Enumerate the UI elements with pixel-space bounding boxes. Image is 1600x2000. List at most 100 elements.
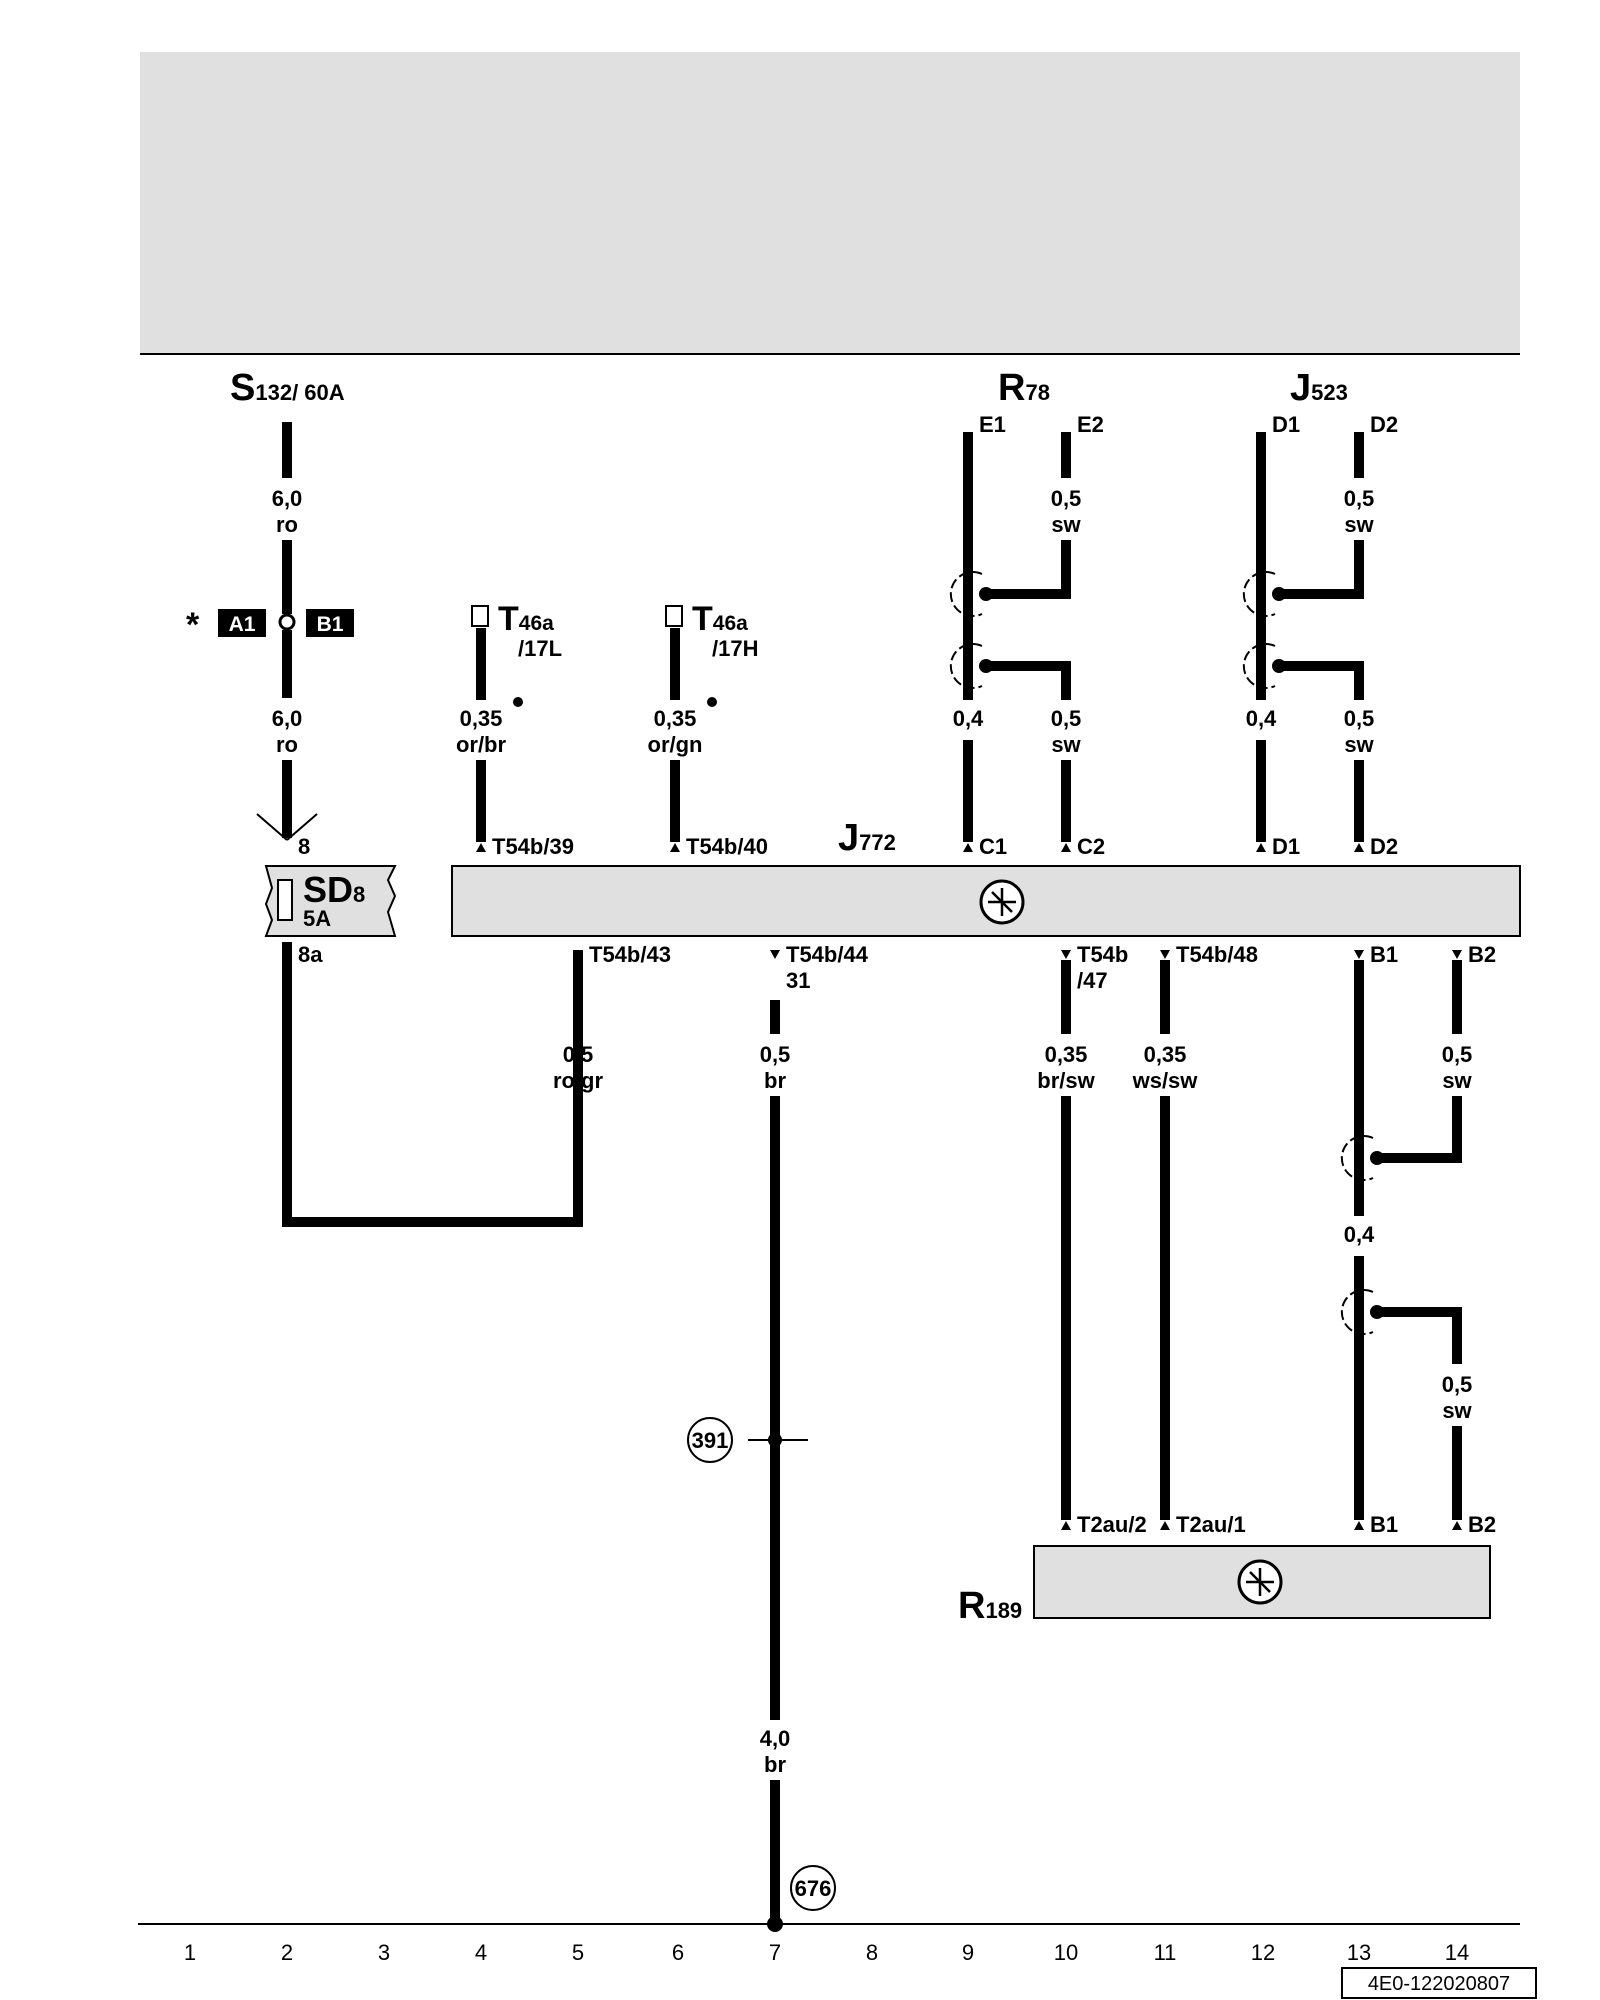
column-number: 9 <box>962 1940 974 1965</box>
label-R78: R78 <box>998 367 1050 409</box>
wire-label-size: 0,5 <box>563 1042 594 1067</box>
wire-label-color: ro <box>276 512 298 537</box>
header-area <box>140 52 1520 354</box>
wire-label-size: 0,35 <box>654 706 697 731</box>
pin-label: T2au/2 <box>1077 1512 1147 1537</box>
diagram-code: 4E0-122020807 <box>1368 1973 1510 1995</box>
wire-e2-shield <box>986 540 1071 599</box>
wire-label-color: or/br <box>456 732 507 757</box>
label-R189: R189 <box>958 1585 1022 1627</box>
pin-arrows-bottom <box>573 950 1462 959</box>
wire-label-size: 6,0 <box>272 706 303 731</box>
pin-label: 8 <box>298 834 310 859</box>
pin-label: T2au/1 <box>1176 1512 1246 1537</box>
fuse-rating: 5A <box>303 906 331 931</box>
wire-label-size: 0,35 <box>460 706 503 731</box>
pin-label: T54b/44 <box>786 942 869 967</box>
wire-label-size: 0,35 <box>1045 1042 1088 1067</box>
fuse-icon <box>277 879 293 921</box>
wire-label-size: 0,5 <box>1051 486 1082 511</box>
pin-label: E2 <box>1077 412 1104 437</box>
column-number: 12 <box>1251 1940 1275 1965</box>
column-number: 8 <box>866 1940 878 1965</box>
option-b1-label: B1 <box>317 613 344 636</box>
column-number: 14 <box>1445 1940 1469 1965</box>
label-T46a-H: T46a <box>692 600 748 638</box>
column-number: 7 <box>769 1940 781 1965</box>
pin-arrows <box>476 843 1364 852</box>
fuse-holder-sd <box>264 865 397 937</box>
column-number: 1 <box>184 1940 196 1965</box>
pin-label: 31 <box>786 968 810 993</box>
ref-label: 676 <box>795 1876 832 1901</box>
column-numbers: 1 2 3 4 5 6 7 8 9 10 11 12 13 14 <box>184 1940 1469 1965</box>
wire-label-color: br <box>764 1752 786 1777</box>
connector-icon <box>471 605 489 627</box>
connector-icon <box>665 605 683 627</box>
dot <box>513 697 523 707</box>
ref-circle <box>790 1865 836 1911</box>
ground-splice <box>768 1433 782 1447</box>
wire-label-size: 0,5 <box>1442 1042 1473 1067</box>
wire-label-size: 0,4 <box>1246 706 1277 731</box>
shield-arc <box>1242 643 1276 689</box>
pin-label: B2 <box>1468 1512 1496 1537</box>
column-number: 4 <box>475 1940 487 1965</box>
pin-label: D1 <box>1272 412 1300 437</box>
option-junction <box>278 613 296 631</box>
fuse-mark <box>256 813 288 841</box>
wire-label-color: sw <box>1344 512 1374 537</box>
label-S: S132/ 60A <box>230 367 345 409</box>
shield-arc <box>1340 1289 1374 1335</box>
pin-arrows-r189 <box>1061 1521 1462 1530</box>
fuse-mark <box>286 813 318 841</box>
pin-label: B2 <box>1468 942 1496 967</box>
column-number: 13 <box>1347 1940 1371 1965</box>
pin-label: 8a <box>298 942 323 967</box>
wire-d2-shield2 <box>1279 661 1364 700</box>
pin-label: T54b <box>1077 942 1128 967</box>
connector-pin: /17H <box>712 636 758 661</box>
label-T46a-L: T46a <box>498 600 554 638</box>
pin-label: D1 <box>1272 834 1300 859</box>
column-number: 6 <box>672 1940 684 1965</box>
wire-label-size: 0,5 <box>760 1042 791 1067</box>
label-J523: J523 <box>1290 367 1348 409</box>
wire-label-size: 4,0 <box>760 1726 791 1751</box>
pin-label: T54b/43 <box>589 942 671 967</box>
pin-label: T54b/40 <box>686 834 768 859</box>
label-J772: J772 <box>838 817 896 859</box>
wire-label-color: br/sw <box>1037 1068 1095 1093</box>
module-symbol-glyph <box>1246 1568 1274 1596</box>
wire-label-color: sw <box>1442 1398 1472 1423</box>
shield-arc <box>1340 1135 1374 1181</box>
shield-dot <box>979 587 993 601</box>
option-a1-box <box>218 609 266 637</box>
ref-label: 391 <box>692 1428 729 1453</box>
column-number: 2 <box>281 1940 293 1965</box>
wire-e2-shield2 <box>986 661 1071 700</box>
pin-label: B1 <box>1370 942 1398 967</box>
shield-dot <box>1272 659 1286 673</box>
wire-d2-shield <box>1279 540 1364 599</box>
shield-dot <box>1272 587 1286 601</box>
shield-arc <box>949 571 983 617</box>
option-b1-box <box>306 609 354 637</box>
column-number: 11 <box>1154 1940 1177 1965</box>
option-a1-label: A1 <box>229 613 256 636</box>
wire-label-size: 6,0 <box>272 486 303 511</box>
pin-label: T54b/48 <box>1176 942 1258 967</box>
wire-label-color: ro/gr <box>553 1068 604 1093</box>
wire-label-size: 0,5 <box>1442 1372 1473 1397</box>
pin-label: C1 <box>979 834 1007 859</box>
pin-label: T54b/39 <box>492 834 574 859</box>
column-number: 3 <box>378 1940 390 1965</box>
pin-label: C2 <box>1077 834 1105 859</box>
wire-label-color: sw <box>1344 732 1374 757</box>
wire-label-color: br <box>764 1068 786 1093</box>
wire-label-size: 0,4 <box>953 706 984 731</box>
ref-circle <box>687 1417 733 1463</box>
wire-b2-shield <box>1377 1096 1462 1163</box>
shield-dot <box>1370 1151 1384 1165</box>
